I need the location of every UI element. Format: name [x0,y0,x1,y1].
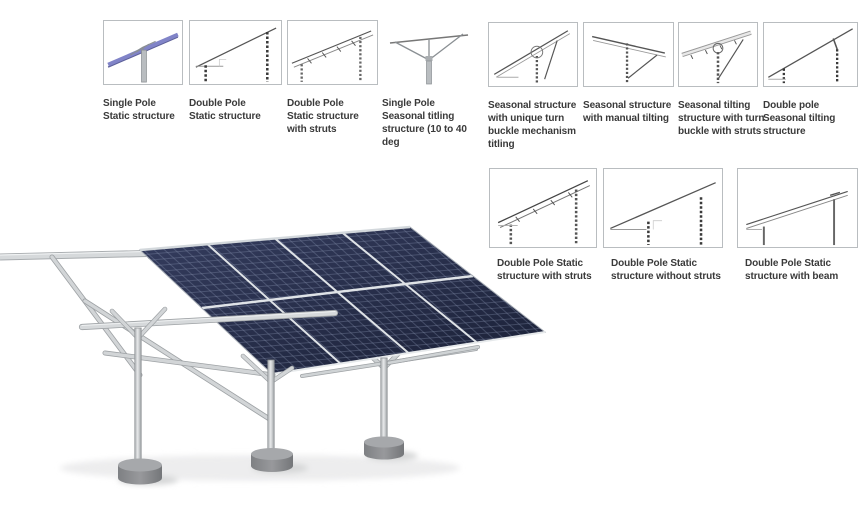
catalog-item-dp-static-without-struts: Double Pole Static structure without str… [603,168,723,283]
seasonal-turn-buckle-drawing-icon [493,30,571,84]
item-label: Seasonal tilting structure with turn buc… [678,100,765,137]
thumb-box [488,22,578,87]
thumb-box [603,168,723,248]
thumb-box [763,22,858,87]
thumb-box [737,168,858,248]
catalog-item-seasonal-turn-buckle-struts: Seasonal tilting structure with turn buc… [678,22,765,138]
thumb-box [103,20,183,85]
support-frame [49,254,480,423]
catalog-item-single-pole-static: Single Pole Static structure [103,20,183,123]
double-pole-seasonal-drawing-icon [768,28,853,84]
thumb-box [583,22,674,87]
item-label: Double Pole Static structure without str… [611,258,721,282]
catalog-item-seasonal-turn-buckle: Seasonal structure with unique turn buck… [488,22,578,151]
catalog-item-double-pole-seasonal: Double pole Seasonal tilting structure [763,22,858,138]
item-label: Double Pole Static structure with struts [497,258,592,282]
item-label: Single Pole Seasonal titling structure (… [382,98,467,148]
item-label: Seasonal structure with manual tilting [583,100,672,124]
catalog-item-double-pole-static: Double Pole Static structure [189,20,282,123]
thumb-image [382,20,475,85]
dp-without-struts-drawing-icon [610,182,716,246]
hero-structure-render [0,225,547,485]
catalog-item-double-pole-static-struts: Double Pole Static structure with struts [287,20,378,136]
catalog-item-dp-static-with-beam: Double Pole Static structure with beam [737,168,858,283]
item-label: Double Pole Static structure with struts [287,98,359,135]
solar-panel-array [138,225,547,375]
thumb-box [489,168,597,248]
double-pole-static-drawing-icon [195,27,277,82]
catalog-item-seasonal-manual: Seasonal structure with manual tilting [583,22,674,125]
item-label: Double Pole Static structure with beam [745,258,839,282]
seasonal-manual-drawing-icon [592,35,666,84]
item-label: Single Pole Static structure [103,98,175,122]
catalog-item-dp-static-with-struts: Double Pole Static structure with struts [489,168,597,283]
single-pole-static-drawing-icon [107,32,179,83]
item-label: Double pole Seasonal tilting structure [763,100,836,137]
thumb-box [678,22,758,87]
dp-with-struts-drawing-icon [497,180,591,246]
seasonal-buckle-struts-drawing-icon [681,30,752,84]
dp-with-beam-drawing-icon [746,190,848,246]
thumb-box [287,20,378,85]
single-pole-seasonal-drawing-icon [389,33,469,85]
catalog-item-single-pole-seasonal: Single Pole Seasonal titling structure (… [382,20,475,149]
concrete-bases [118,436,404,485]
thumb-box [189,20,282,85]
double-pole-struts-drawing-icon [291,30,374,82]
item-label: Double Pole Static structure [189,98,261,122]
item-label: Seasonal structure with unique turn buck… [488,100,577,150]
